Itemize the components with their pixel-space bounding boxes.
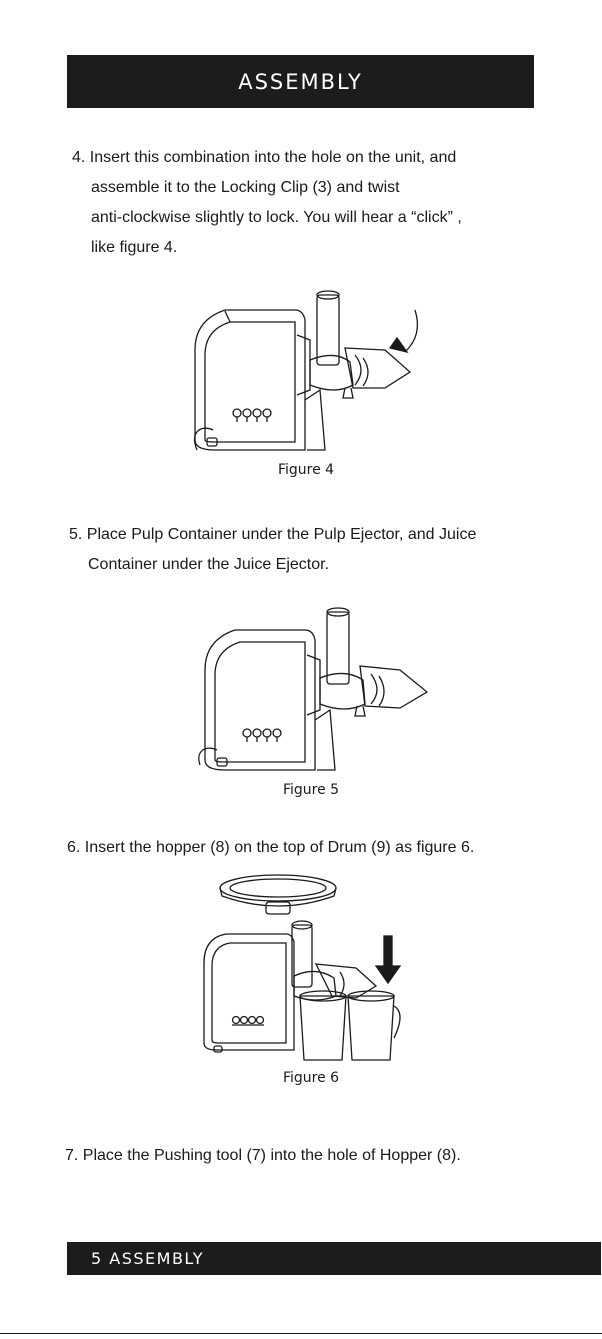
step-6-line-1: 6. Insert the hopper (8) on the top of D… [67, 839, 475, 856]
figure-6-juicer-illustration [203, 874, 402, 1061]
footer-bar: 5 ASSEMBLY [67, 1242, 601, 1275]
step-4-text: 4. Insert this combination into the hole… [72, 143, 462, 263]
figure-6-caption: Figure 6 [282, 1070, 340, 1086]
step-7-line-1: 7. Place the Pushing tool (7) into the h… [65, 1147, 461, 1164]
step-6-text: 6. Insert the hopper (8) on the top of D… [67, 833, 474, 863]
bottom-divider [0, 1333, 602, 1334]
figure-4-caption: Figure 4 [277, 462, 335, 478]
step-5-line-2: Container under the Juice Ejector. [88, 556, 330, 573]
figure-5-caption: Figure 5 [282, 782, 340, 798]
footer-label: 5 ASSEMBLY [91, 1249, 204, 1268]
step-4-line-1: 4. Insert this combination into the hole… [72, 149, 457, 166]
step-7-text: 7. Place the Pushing tool (7) into the h… [65, 1141, 461, 1171]
step-4-line-3: anti-clockwise slightly to lock. You wil… [91, 209, 462, 226]
step-5-line-1: 5. Place Pulp Container under the Pulp E… [69, 526, 477, 543]
step-4-line-2: assemble it to the Locking Clip (3) and … [91, 179, 400, 196]
section-title: ASSEMBLY [238, 69, 363, 94]
figure-4-juicer-illustration [194, 290, 419, 451]
step-4-line-4: like figure 4. [91, 239, 178, 256]
section-header: ASSEMBLY [67, 55, 534, 108]
step-5-text: 5. Place Pulp Container under the Pulp E… [69, 520, 476, 580]
figure-5-juicer-illustration [198, 607, 429, 771]
